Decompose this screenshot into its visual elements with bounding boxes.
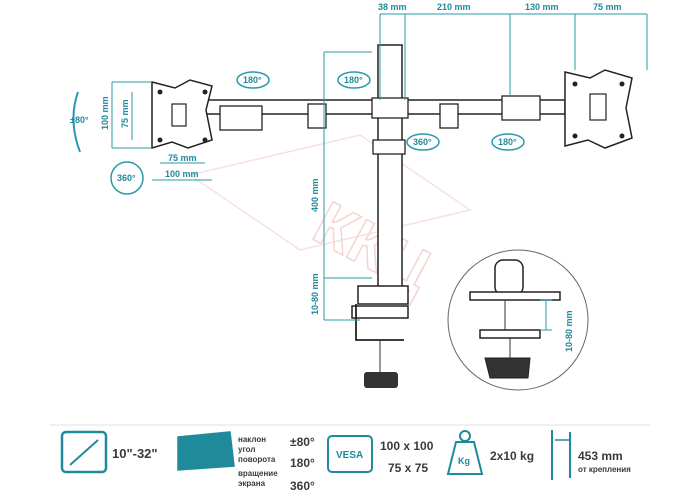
right-vesa-plate	[564, 69, 633, 149]
dim-75-mm-horizontal: 75 mm	[168, 153, 197, 163]
dim-100-mm-horizontal: 100 mm	[165, 169, 199, 179]
tilt-label: ±80°	[70, 115, 89, 125]
rotation-label-4: 180°	[498, 137, 517, 147]
dim-100-mm-vertical: 100 mm	[100, 96, 110, 130]
rotation-label-2: 180°	[344, 75, 363, 85]
rotation-badge-5: 360°	[110, 161, 144, 195]
load-text: 2x10 kg	[490, 449, 534, 463]
rotation-badge-4: 180°	[491, 133, 525, 151]
motion-label-4: экрана	[238, 479, 266, 488]
dim-400-mm: 400 mm	[310, 178, 320, 212]
angle-swivel: 180°	[290, 456, 315, 470]
rotation-label-3: 360°	[413, 137, 432, 147]
motion-label-0: наклон	[238, 435, 266, 444]
weight-badge-text: Kg	[458, 456, 470, 466]
rotation-label-5: 360°	[117, 173, 136, 183]
angle-tilt: ±80°	[290, 435, 315, 449]
rotation-label-1: 180°	[243, 75, 262, 85]
detail-clamp-range-label: 10-80 mm	[564, 310, 574, 352]
tilt-indicator: ±80°	[70, 91, 89, 153]
clamp-detail-circle: 10-80 mm	[447, 249, 589, 391]
reach-note: от крепления	[578, 465, 631, 474]
motion-label-1: угол	[238, 445, 255, 454]
screen-size-text: 10"-32"	[112, 446, 158, 461]
dim-210-mm: 210 mm	[437, 2, 471, 12]
top-dimensions: 38 mm 210 mm 130 mm 75 mm	[378, 2, 648, 100]
left-plate-dimensions: 100 mm 75 mm 75 mm 100 mm	[100, 81, 212, 181]
height-dimensions: 400 mm 10-80 mm	[310, 51, 372, 321]
spec-bar: 10"-32" наклон угол поворота вращение эк…	[50, 424, 650, 493]
monitor-motion-icon	[177, 431, 235, 471]
dim-75-mm: 75 mm	[593, 2, 622, 12]
reach-text: 453 mm	[578, 449, 623, 463]
dim-38-mm: 38 mm	[378, 2, 407, 12]
rotation-badge-1: 180°	[236, 71, 270, 89]
dim-10-80-mm: 10-80 mm	[310, 273, 320, 315]
weight-icon	[446, 441, 484, 475]
rotation-badge-2: 180°	[337, 71, 371, 89]
vesa-badge-text: VESA	[336, 450, 363, 461]
pole	[372, 44, 406, 292]
vesa-value-2: 75 x 75	[388, 461, 428, 475]
vesa-badge	[327, 435, 373, 473]
dim-130-mm: 130 mm	[525, 2, 559, 12]
vesa-value-1: 100 x 100	[380, 439, 434, 453]
angle-rotation: 360°	[290, 479, 315, 493]
rotation-badge-3: 360°	[406, 133, 440, 151]
motion-label-3: вращение	[238, 469, 278, 478]
left-vesa-plate	[151, 79, 213, 150]
watermark: ККЦ	[188, 134, 472, 307]
dim-75-mm-vertical: 75 mm	[120, 99, 130, 128]
desk-clamp	[351, 285, 409, 388]
motion-label-2: поворота	[238, 455, 276, 464]
